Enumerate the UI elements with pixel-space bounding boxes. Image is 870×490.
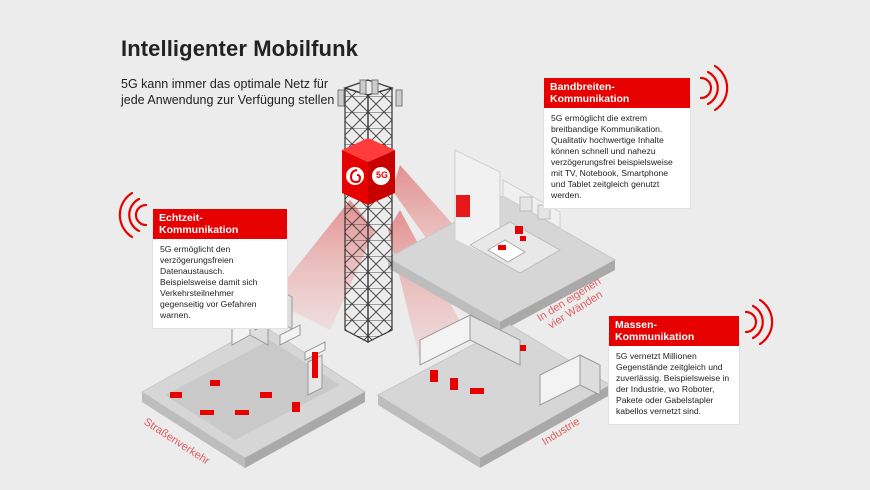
callout-bandbreite-text: 5G ermöglicht die extrem breitbandige Ko… [544,100,690,208]
callout-echtzeit-heading: Echtzeit-Kommunikation [153,209,287,239]
callout-bandbreite-heading: Bandbreiten-Kommunikation [544,78,690,108]
callout-massen-heading: Massen-Kommunikation [609,316,739,346]
page-subtitle: 5G kann immer das optimale Netz für jede… [121,77,335,107]
callout-echtzeit-text: 5G ermöglicht den verzögerungsfreien Dat… [153,231,287,328]
callout-echtzeit: Echtzeit-Kommunikation 5G ermöglicht den… [153,209,287,328]
callout-bandbreite: Bandbreiten-Kommunikation 5G ermöglicht … [544,78,690,208]
home-scene [386,149,617,332]
page-title: Intelligenter Mobilfunk [121,36,358,61]
industry-scene [376,314,611,468]
signal-icon-echtzeit [118,191,148,239]
callout-massen-text: 5G vernetzt Millionen Gegenstände zeitgl… [609,338,739,424]
tower-5g-badge: 5G [376,170,389,180]
signal-icon-bandbreite [699,64,729,112]
cell-tower [337,79,403,343]
signal-icon-massen [744,298,774,346]
callout-massen: Massen-Kommunikation 5G vernetzt Million… [609,316,739,424]
